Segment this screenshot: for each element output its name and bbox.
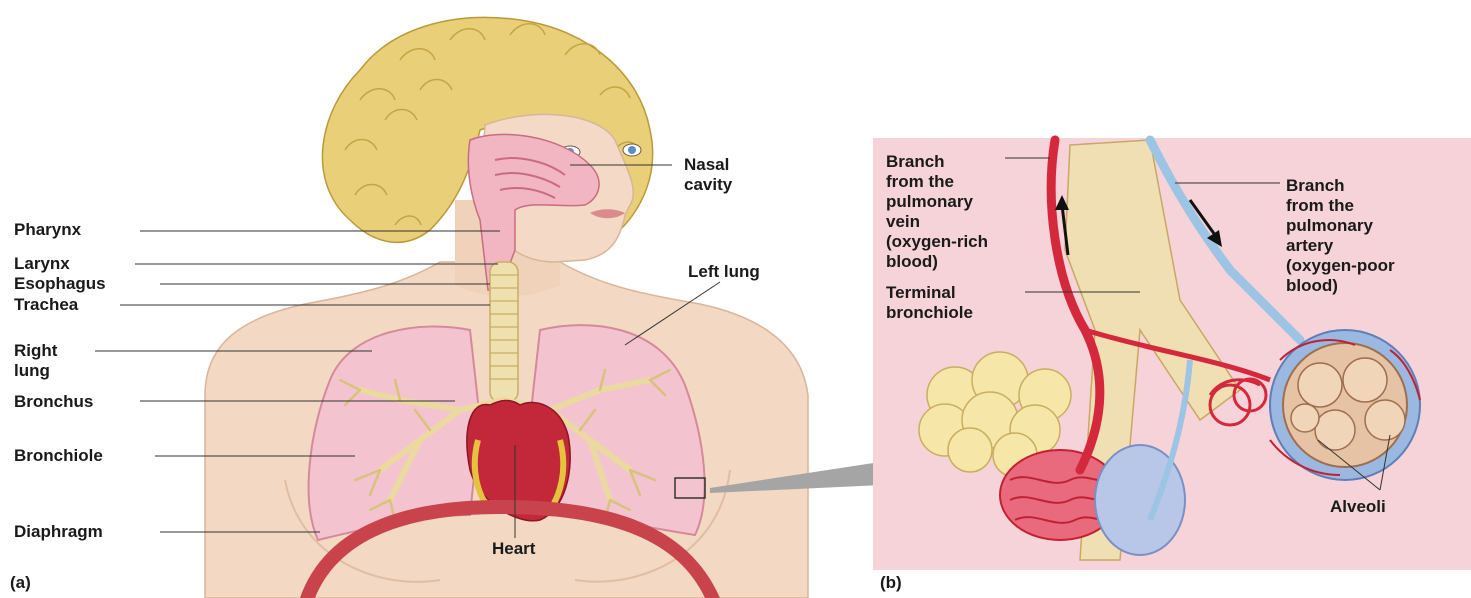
alveoli-cluster <box>1270 330 1420 480</box>
label-diaphragm: Diaphragm <box>14 522 103 542</box>
label-pharynx: Pharynx <box>14 220 81 240</box>
panel-a-tag: (a) <box>10 573 31 593</box>
label-esophagus: Esophagus <box>14 274 106 294</box>
trachea <box>490 262 518 402</box>
label-larynx: Larynx <box>14 254 70 274</box>
label-right-lung: Right lung <box>14 341 57 381</box>
human-figure <box>205 17 808 598</box>
label-nasal-cavity: Nasal cavity <box>684 155 732 195</box>
label-alveoli: Alveoli <box>1330 497 1386 517</box>
label-bronchiole: Bronchiole <box>14 446 103 466</box>
label-trachea: Trachea <box>14 295 78 315</box>
label-branch-pulmonary-artery: Branch from the pulmonary artery (oxygen… <box>1286 176 1395 296</box>
label-terminal-bronchiole: Terminal bronchiole <box>886 283 973 323</box>
label-left-lung: Left lung <box>688 262 760 282</box>
label-heart: Heart <box>492 539 535 559</box>
panel-b-tag: (b) <box>880 573 902 593</box>
label-bronchus: Bronchus <box>14 392 93 412</box>
label-branch-pulmonary-vein: Branch from the pulmonary vein (oxygen-r… <box>886 152 988 272</box>
